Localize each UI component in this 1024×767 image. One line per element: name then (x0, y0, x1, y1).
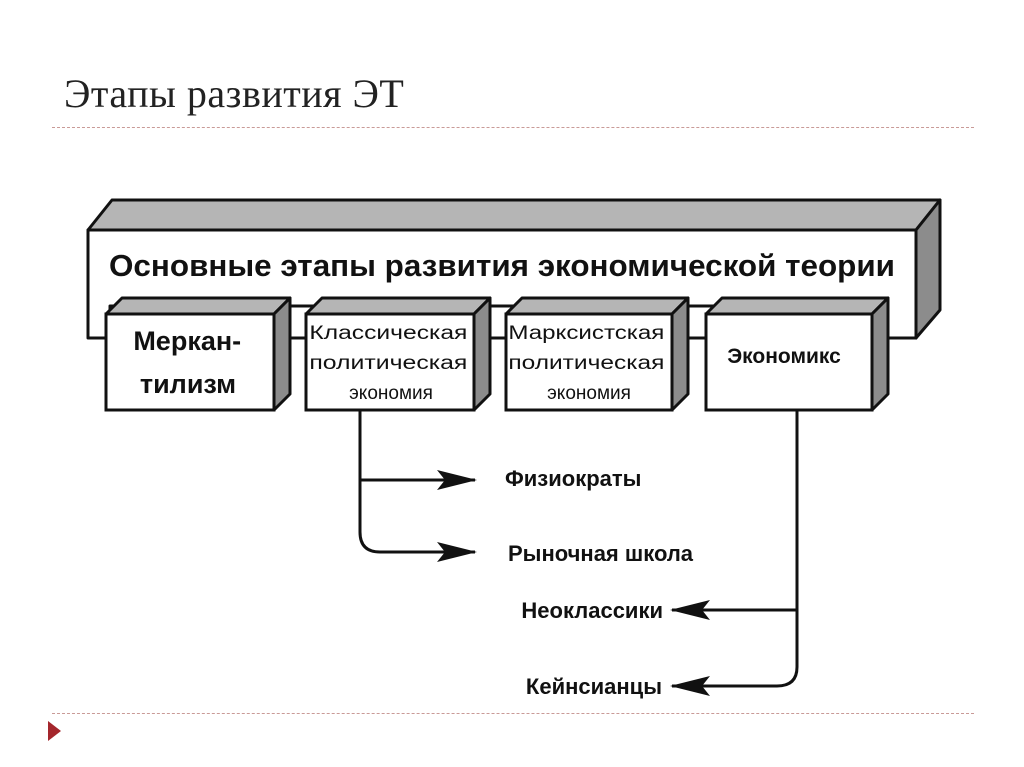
footer-divider (52, 713, 974, 714)
classical-branches (358, 410, 477, 562)
branch-label-keynesians: Кейнсианцы (526, 674, 662, 699)
branch-line-keynesians (670, 610, 799, 696)
stage-label-economics: Экономикс (727, 345, 841, 368)
stage-label-mercantilism: Меркан- тилизм (133, 326, 248, 399)
header-bar: Основные этапы развития экономической те… (86, 198, 942, 340)
stage-label-line: экономия (547, 383, 631, 404)
stage-label-marxist: Марксистская политическая экономия (508, 323, 669, 404)
branch-line-market-school (358, 480, 477, 562)
stage-label-line: тилизм (140, 369, 236, 399)
branch-line-neoclassics (670, 410, 799, 620)
branch-label-neoclassics: Неоклассики (521, 598, 663, 623)
stage-label-line: экономия (349, 383, 433, 404)
header-bar-top-face (86, 198, 942, 232)
stage-label-line: политическая (309, 353, 467, 374)
branch-label-physiocrats: Физиократы (505, 466, 641, 491)
stage-box-mercantilism: Меркан- тилизм (104, 296, 292, 412)
stage-label-line: Классическая (309, 323, 467, 344)
triangle-bullet-icon (48, 721, 61, 741)
header-bar-label: Основные этапы развития экономической те… (109, 248, 895, 283)
stage-label-classical: Классическая политическая экономия (309, 323, 472, 404)
stage-box-marxist: Марксистская политическая экономия (504, 296, 690, 412)
stage-box-classical: Классическая политическая экономия (304, 296, 492, 412)
stage-label-line: Меркан- (133, 326, 241, 356)
stage-box-economics: Экономикс (704, 296, 890, 412)
branch-line-physiocrats (358, 410, 477, 490)
economics-branches (670, 410, 799, 696)
stage-label-line: Марксистская (508, 323, 664, 344)
title-divider (52, 127, 974, 128)
stage-label-line: политическая (508, 353, 664, 374)
branch-label-market-school: Рыночная школа (508, 541, 694, 566)
slide-title: Этапы развития ЭТ (64, 71, 405, 116)
